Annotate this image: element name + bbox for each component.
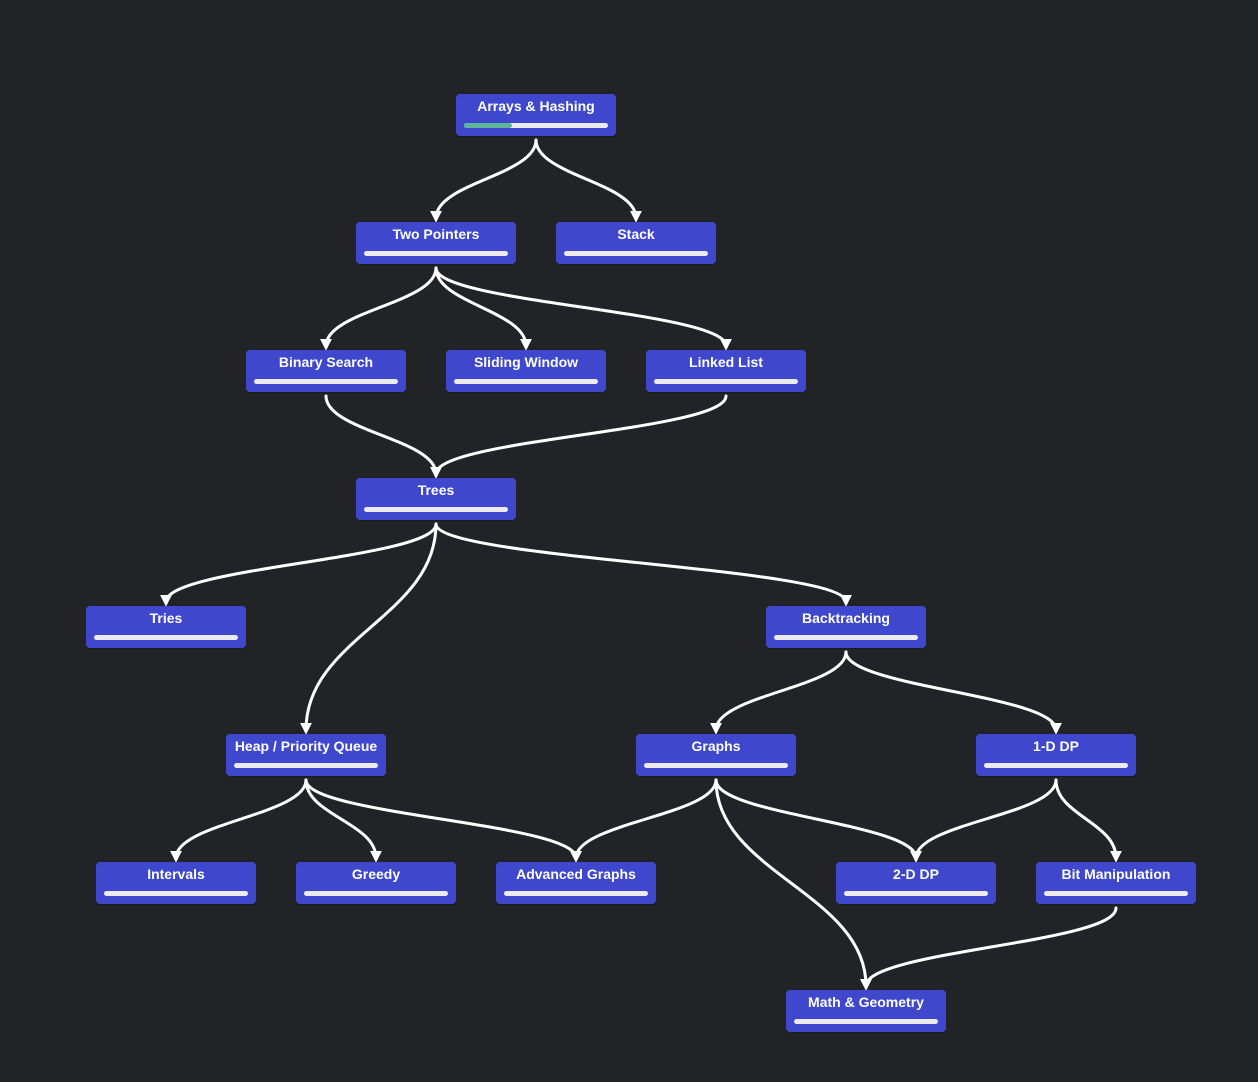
edge-heap-priority-queue-to-intervals (170, 778, 308, 863)
node-graphs[interactable]: Graphs (636, 734, 796, 776)
edge-trees-to-tries (160, 522, 438, 607)
edge-backtracking-to-graphs (710, 650, 848, 735)
edge-two-pointers-to-binary-search (320, 266, 438, 351)
node-label: Binary Search (278, 354, 374, 370)
node-intervals[interactable]: Intervals (96, 862, 256, 904)
edge-binary-search-to-trees (324, 394, 442, 479)
node-1d-dp[interactable]: 1-D DP (976, 734, 1136, 776)
node-stack[interactable]: Stack (556, 222, 716, 264)
edge-two-pointers-to-linked-list (434, 266, 732, 351)
progress-bar (1044, 891, 1188, 896)
node-label: Backtracking (802, 610, 890, 626)
progress-bar (94, 635, 238, 640)
node-label: Arrays & Hashing (477, 98, 595, 114)
node-label: Tries (149, 610, 183, 626)
progress-bar (844, 891, 988, 896)
node-label: Trees (417, 482, 455, 498)
node-label: Bit Manipulation (1061, 866, 1171, 882)
progress-bar (364, 251, 508, 256)
node-heap-priority-queue[interactable]: Heap / Priority Queue (226, 734, 386, 776)
node-label: 1-D DP (1033, 738, 1079, 754)
edge-trees-to-backtracking (434, 522, 852, 607)
node-bit-manipulation[interactable]: Bit Manipulation (1036, 862, 1196, 904)
progress-bar (794, 1019, 938, 1024)
progress-bar (234, 763, 378, 768)
progress-bar (454, 379, 598, 384)
edge-arrays-hashing-to-stack (534, 138, 642, 223)
node-label: Math & Geometry (808, 994, 924, 1010)
node-label: Greedy (351, 866, 401, 882)
edge-graphs-to-2d-dp (714, 778, 922, 863)
progress-bar (464, 123, 608, 128)
node-label: Stack (617, 226, 655, 242)
node-backtracking[interactable]: Backtracking (766, 606, 926, 648)
node-label: Advanced Graphs (516, 866, 636, 882)
edge-graphs-to-advanced-graphs (570, 778, 718, 863)
progress-bar (644, 763, 788, 768)
node-label: Linked List (689, 354, 763, 370)
progress-bar (654, 379, 798, 384)
node-label: Sliding Window (473, 354, 579, 370)
progress-bar (984, 763, 1128, 768)
node-sliding-window[interactable]: Sliding Window (446, 350, 606, 392)
node-label: Two Pointers (392, 226, 480, 242)
progress-bar (564, 251, 708, 256)
edge-arrays-hashing-to-two-pointers (430, 138, 538, 223)
progress-bar (304, 891, 448, 896)
node-tries[interactable]: Tries (86, 606, 246, 648)
progress-bar (504, 891, 648, 896)
node-trees[interactable]: Trees (356, 478, 516, 520)
node-label: Graphs (691, 738, 741, 754)
edge-linked-list-to-trees (430, 394, 728, 479)
edge-bit-manipulation-to-math-geometry (860, 906, 1118, 991)
edge-trees-to-heap-priority-queue (300, 522, 438, 735)
progress-bar (364, 507, 508, 512)
node-two-pointers[interactable]: Two Pointers (356, 222, 516, 264)
node-label: Heap / Priority Queue (234, 738, 378, 754)
node-binary-search[interactable]: Binary Search (246, 350, 406, 392)
node-linked-list[interactable]: Linked List (646, 350, 806, 392)
edge-backtracking-to-1d-dp (844, 650, 1062, 735)
progress-bar (774, 635, 918, 640)
node-label: Intervals (147, 866, 205, 882)
edge-heap-priority-queue-to-greedy (304, 778, 382, 863)
node-greedy[interactable]: Greedy (296, 862, 456, 904)
progress-bar (254, 379, 398, 384)
progress-bar (104, 891, 248, 896)
node-math-geometry[interactable]: Math & Geometry (786, 990, 946, 1032)
edge-1d-dp-to-2d-dp (910, 778, 1058, 863)
node-advanced-graphs[interactable]: Advanced Graphs (496, 862, 656, 904)
edge-heap-priority-queue-to-advanced-graphs (304, 778, 582, 863)
edge-1d-dp-to-bit-manipulation (1054, 778, 1122, 863)
node-arrays-hashing[interactable]: Arrays & Hashing (456, 94, 616, 136)
progress-fill (464, 123, 512, 128)
node-2d-dp[interactable]: 2-D DP (836, 862, 996, 904)
node-label: 2-D DP (893, 866, 939, 882)
edge-two-pointers-to-sliding-window (434, 266, 532, 351)
